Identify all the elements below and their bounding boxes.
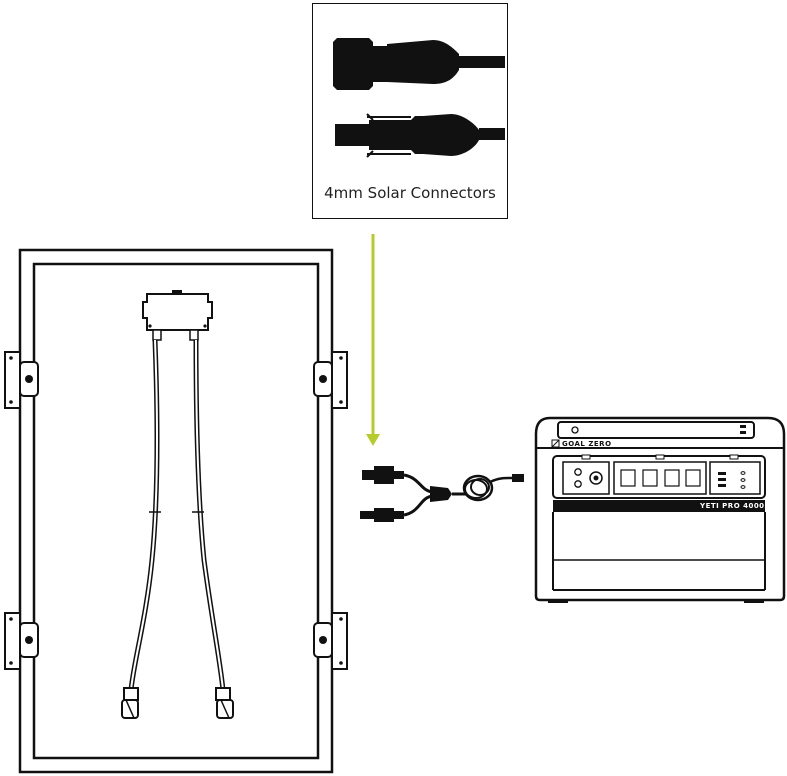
model-label: YETI PRO 4000: [700, 502, 765, 510]
green-arrow: [366, 234, 380, 446]
panel-connector-left: [122, 688, 138, 718]
panel-connector-right: [216, 688, 233, 718]
bracket-right-top: [314, 352, 347, 408]
bracket-right-bottom: [314, 613, 347, 669]
callout-label: 4mm Solar Connectors: [313, 184, 507, 202]
male-connector-icon: [335, 114, 505, 157]
bracket-left-bottom: [5, 613, 38, 669]
bracket-left-top: [5, 352, 38, 408]
y-branch-cable-icon: [360, 466, 524, 522]
connector-callout-box: 4mm Solar Connectors: [312, 3, 508, 219]
brand-label: GOAL ZERO: [562, 440, 612, 448]
junction-box: [143, 290, 212, 340]
female-connector-icon: [333, 38, 505, 90]
panel-cables: [131, 340, 223, 690]
mc4-connector-icon: [313, 4, 509, 184]
solar-panel-icon: [5, 250, 347, 772]
